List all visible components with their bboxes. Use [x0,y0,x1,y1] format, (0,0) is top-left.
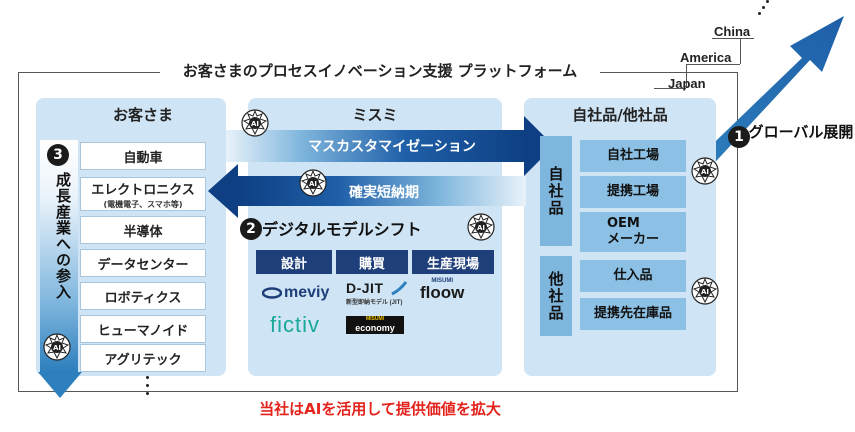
region-step-china [712,38,754,39]
fast-delivery-label: 確実短納期 [349,185,419,201]
customer-item: ロボティクス [80,282,206,310]
customer-item: 半導体 [80,216,206,244]
ellipsis-dot [146,376,149,379]
djit-swoosh-icon [391,281,408,296]
region-china: China [714,24,751,39]
meviy-mark-icon [262,287,282,299]
product-partner-stock: 提携先在庫品 [580,298,686,330]
region-japan: Japan [668,76,706,91]
ai-icon: AI [43,333,71,361]
ai-icon: AI [467,213,495,241]
own-products-label: 自社品 [540,136,572,246]
fast-delivery-arrow [238,176,526,206]
fast-delivery-arrow-head [208,164,238,218]
customers-title: お客さま [112,106,173,124]
ai-icon: AI [691,157,719,185]
region-step-japan [654,88,686,89]
products-title: 自社品/他社品 [572,106,668,124]
region-america: America [680,50,732,65]
ai-icon: AI [299,169,327,197]
fictiv-logo: fictiv [270,312,320,337]
region-step-china-riser [740,38,741,64]
svg-text:AI: AI [477,224,485,232]
growth-label: 成長産業への参入 [54,172,72,300]
ai-icon: AI [241,109,269,137]
platform-frame-top-left [18,72,160,73]
stage-production: 生産現場 [412,250,494,274]
customer-item: アグリテック [80,344,206,372]
svg-text:AI: AI [701,168,709,176]
ellipsis-dot [146,384,149,387]
stage-purchasing: 購買 [336,250,408,274]
platform-frame-top-right [600,72,738,73]
customer-item: エレクトロニクス(電機電子、スマホ等) [80,177,206,211]
meviy-logo: meviy [262,284,329,302]
customer-item: ヒューマノイド [80,315,206,343]
svg-text:AI: AI [701,288,709,296]
platform-title: お客さまのプロセスイノベーション支援 プラットフォーム [182,62,578,80]
ellipsis-dot [758,12,761,15]
svg-text:AI: AI [309,180,317,188]
economy-logo: MISUMI economy [346,316,404,334]
platform-frame [18,72,738,392]
mass-customization-label: マスカスタマイゼーション [308,139,476,155]
growth-arrow-head [38,372,82,398]
region-step-america [686,64,740,65]
digital-shift-title: デジタルモデルシフト [262,220,422,239]
customer-item: データセンター [80,249,206,277]
growth-bar [40,140,78,372]
badge-2: 2 [240,218,262,240]
region-step-america-riser [686,64,687,88]
badge-3: 3 [47,144,69,166]
stage-design: 設計 [256,250,332,274]
product-oem-maker: OEM メーカー [580,212,686,252]
product-purchased: 仕入品 [580,260,686,292]
other-products-label: 他社品 [540,256,572,336]
bottom-caption: 当社はAIを活用して提供価値を拡大 [259,400,501,418]
ellipsis-dot [766,0,769,3]
mass-customization-arrow [226,130,526,162]
svg-text:AI: AI [53,344,61,352]
ellipsis-dot [146,392,149,395]
product-own-factory: 自社工場 [580,140,686,172]
floow-logo: MISUMI floow [420,278,465,302]
djit-logo: D-JIT 新型即納モデル (JIT) [346,280,408,306]
misumi-title: ミスミ [352,106,398,124]
ai-icon: AI [691,277,719,305]
product-partner-factory: 提携工場 [580,176,686,208]
ellipsis-dot [762,6,765,9]
svg-text:AI: AI [251,120,259,128]
badge-1: 1 [728,126,750,148]
customer-item: 自動車 [80,142,206,170]
global-expansion-label: グローバル展開 [748,123,854,141]
